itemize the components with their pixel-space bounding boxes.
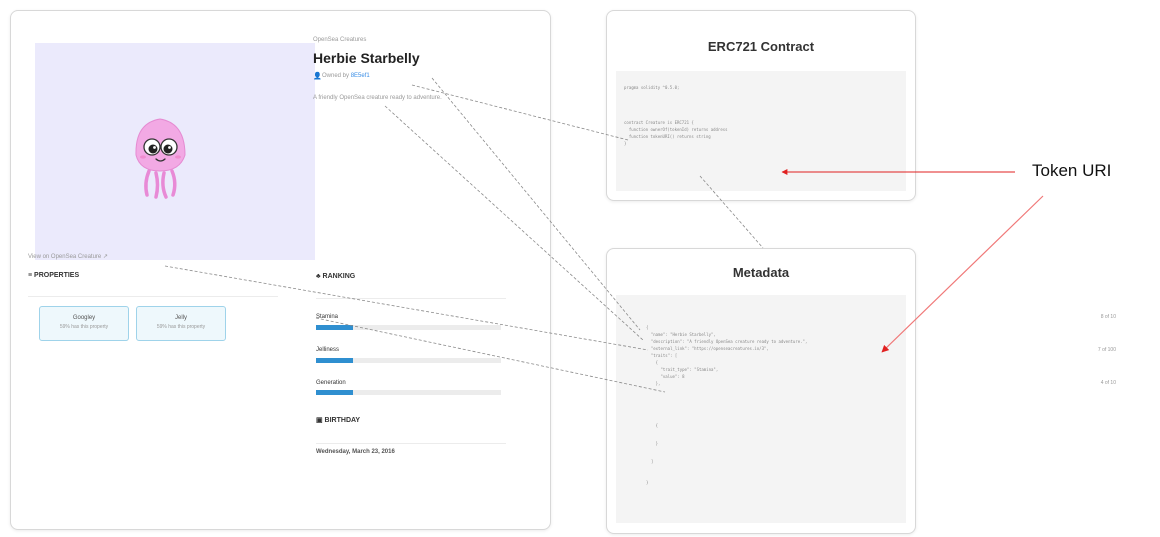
property-card[interactable]: Jelly 59% has this property bbox=[136, 306, 226, 341]
owned-by: Owned by 8E5ef1 bbox=[322, 73, 370, 79]
property-value: Googley bbox=[72, 315, 96, 321]
code-line: { bbox=[646, 360, 659, 365]
code-line: "value": 8 bbox=[646, 374, 685, 379]
code-line: "external_link": "https://openseacreatur… bbox=[646, 346, 769, 351]
connector-description bbox=[384, 105, 644, 341]
ranking-divider bbox=[316, 298, 506, 299]
code-line: "name": "Herbie Starbelly", bbox=[646, 332, 716, 337]
ranking-heading: ♣ RANKING bbox=[316, 273, 356, 280]
owner-link[interactable]: 8E5ef1 bbox=[350, 73, 370, 79]
connector-trait bbox=[315, 317, 666, 393]
creature-image bbox=[35, 43, 315, 260]
ranking-bar-fill bbox=[316, 358, 353, 363]
jellyfish-illustration bbox=[135, 118, 186, 199]
connector-token-uri bbox=[699, 175, 764, 249]
user-icon: 👤 bbox=[313, 73, 322, 80]
nft-title: Herbie Starbelly bbox=[313, 50, 420, 66]
code-line: } bbox=[646, 480, 649, 485]
ranking-count: 8 of 10 bbox=[1100, 314, 1116, 320]
code-line: } bbox=[624, 141, 627, 146]
property-rarity: 59% has this property bbox=[59, 324, 109, 330]
ranking-bar-fill bbox=[316, 390, 353, 395]
code-line: "traits": [ bbox=[646, 353, 678, 358]
properties-heading: ≡ PROPERTIES bbox=[28, 272, 80, 279]
birthday-divider bbox=[316, 443, 506, 444]
metadata-code-block: { "name": "Herbie Starbelly", "descripti… bbox=[616, 295, 906, 523]
connector-name bbox=[431, 77, 641, 331]
code-line: "description": "A friendly OpenSea creat… bbox=[646, 339, 808, 344]
ranking-count: 7 of 100 bbox=[1097, 347, 1116, 353]
ranking-bar bbox=[316, 390, 501, 395]
nft-description: A friendly OpenSea creature ready to adv… bbox=[313, 95, 442, 101]
metadata-title: Metadata bbox=[732, 265, 790, 280]
ranking-bar bbox=[316, 325, 501, 330]
code-line: contract Creature is ERC721 { bbox=[624, 120, 694, 125]
ranking-bar-fill bbox=[316, 325, 353, 330]
code-line: ] bbox=[646, 459, 654, 464]
code-line: function ownerOf(tokenId) returns addres… bbox=[624, 127, 728, 132]
code-line: } bbox=[646, 441, 659, 446]
contract-title: ERC721 Contract bbox=[707, 39, 815, 54]
birthday-heading: ▣ BIRTHDAY bbox=[316, 417, 361, 424]
ranking-name: Generation bbox=[316, 380, 346, 386]
property-value: Jelly bbox=[174, 315, 187, 321]
contract-code-block: pragma solidity ^0.5.0; contract Creatur… bbox=[616, 71, 906, 191]
code-line: { bbox=[646, 325, 649, 330]
property-card[interactable]: Googley 59% has this property bbox=[39, 306, 129, 341]
arrow-to-metadata bbox=[881, 195, 1044, 353]
view-on-opensea-link[interactable]: View on OpenSea Creature ↗ bbox=[28, 254, 108, 260]
properties-divider bbox=[28, 296, 278, 297]
code-line: { bbox=[646, 423, 659, 428]
contract-panel: ERC721 Contract pragma solidity ^0.5.0; … bbox=[606, 10, 916, 201]
code-line: "trait_type": "Stamina", bbox=[646, 367, 719, 372]
ranking-name: Jelliness bbox=[316, 347, 340, 353]
nft-page-panel bbox=[10, 10, 551, 530]
connector-owner bbox=[411, 84, 629, 141]
code-line: function tokenURI() returns string bbox=[624, 134, 711, 139]
code-line: }, bbox=[646, 381, 661, 386]
owned-by-label: Owned by bbox=[322, 73, 350, 79]
metadata-panel: Metadata { "name": "Herbie Starbelly", "… bbox=[606, 248, 916, 534]
ranking-count: 4 of 10 bbox=[1100, 380, 1116, 386]
token-uri-label: Token URI bbox=[1032, 161, 1112, 180]
birthday-value: Wednesday, March 23, 2016 bbox=[316, 449, 395, 455]
connector-external-link bbox=[164, 265, 649, 351]
ranking-name: Stamina bbox=[316, 314, 339, 320]
property-rarity: 59% has this property bbox=[156, 324, 206, 330]
ranking-bar bbox=[316, 358, 501, 363]
code-line: pragma solidity ^0.5.0; bbox=[624, 85, 680, 90]
collection-name[interactable]: OpenSea Creatures bbox=[313, 37, 367, 43]
